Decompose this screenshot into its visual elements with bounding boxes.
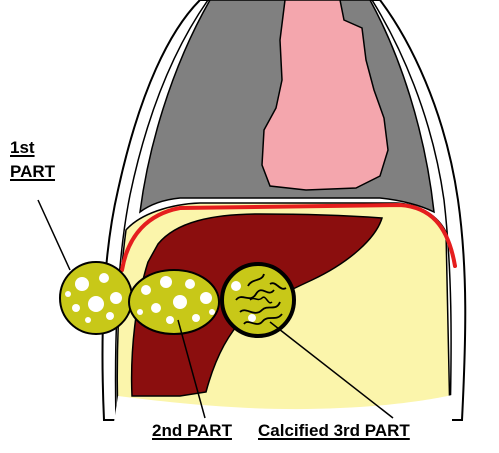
label-part-1-line-2: PART (10, 162, 55, 182)
label-part-1-line-1: 1st (10, 138, 35, 158)
leader-line-part-1 (38, 200, 70, 270)
cyst-part-1 (60, 262, 132, 334)
label-part-2: 2nd PART (152, 421, 232, 441)
label-part-3: Calcified 3rd PART (258, 421, 410, 441)
cyst-part-3-calcified (222, 264, 294, 336)
cyst-part-2 (129, 270, 219, 334)
